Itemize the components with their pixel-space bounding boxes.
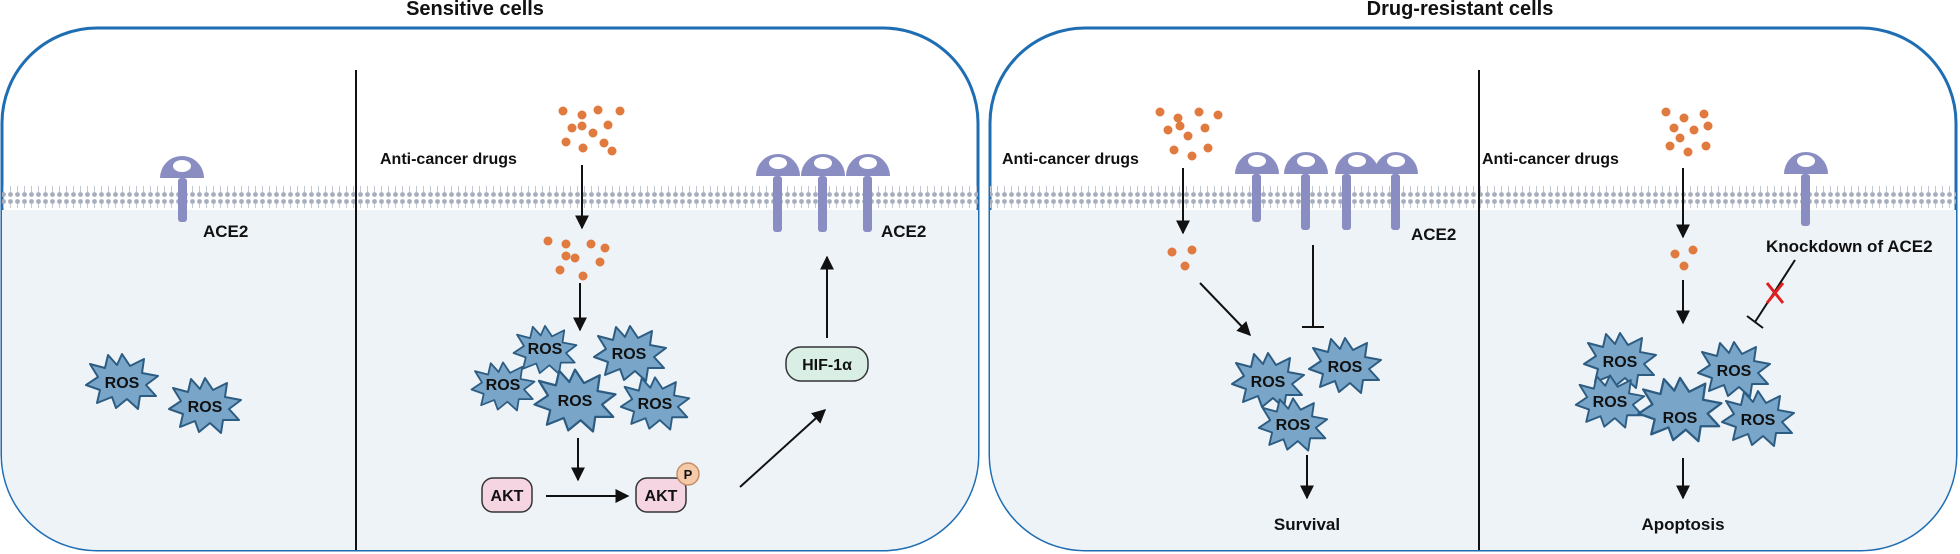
ros-label: ROS: [1717, 363, 1752, 380]
ros-label: ROS: [638, 396, 673, 413]
ace2-cluster-label: ACE2: [881, 222, 926, 241]
phosphate-badge: [676, 462, 700, 486]
survival-label: Survival: [1274, 515, 1340, 534]
blocked-x-icon: [1765, 282, 1785, 304]
ace2-receptor: [1784, 152, 1828, 226]
drug-resistant-cells-panel: Drug-resistant cells Anti-cancer drugs: [988, 0, 1958, 552]
ros-label: ROS: [1276, 417, 1311, 434]
anti-cancer-drugs-label: Anti-cancer drugs: [1482, 151, 1619, 168]
hif-node: [785, 346, 869, 382]
resistant-membrane: [990, 186, 1956, 208]
ros-label: ROS: [1251, 374, 1286, 391]
drug-particles: [1661, 107, 1713, 157]
knockdown-label: Knockdown of ACE2: [1766, 237, 1933, 256]
anti-cancer-drugs-label: Anti-cancer drugs: [380, 151, 517, 168]
akt-label: AKT: [491, 488, 524, 505]
phospho-akt-node: [635, 477, 687, 513]
inhibition-bar: [1746, 315, 1764, 329]
ace2-label: ACE2: [203, 222, 248, 241]
apoptosis-label: Apoptosis: [1641, 515, 1724, 534]
hif-label: HIF-1α: [802, 357, 852, 374]
ros-label: ROS: [1603, 354, 1638, 371]
resistant-cytoplasm: [990, 210, 1956, 550]
ace2-label: ACE2: [1411, 225, 1456, 244]
drug-particles-internal: [1670, 245, 1698, 271]
drug-particles-internal: [1167, 245, 1197, 271]
sensitive-panel-title: Sensitive cells: [406, 0, 544, 20]
anti-cancer-drugs-label: Anti-cancer drugs: [1002, 151, 1139, 168]
ros-label: ROS: [1593, 394, 1628, 411]
sensitive-cells-panel: Sensitive cells ACE2 ROS ROS Anti-cancer…: [0, 0, 980, 552]
ros-label: ROS: [558, 393, 593, 410]
ace2-receptor: [160, 156, 204, 222]
ace2-receptor-group: [756, 154, 890, 232]
phospho-akt-label: AKT: [645, 488, 678, 505]
ros-label: ROS: [1663, 410, 1698, 427]
akt-node: [481, 477, 533, 513]
ros-label: ROS: [486, 377, 521, 394]
drug-particles-internal: [543, 236, 610, 281]
ros-label: ROS: [188, 399, 223, 416]
ros-label: ROS: [105, 375, 140, 392]
ros-label: ROS: [612, 346, 647, 363]
drug-particles: [1155, 107, 1223, 161]
ros-label: ROS: [1328, 359, 1363, 376]
drug-particles: [558, 105, 625, 156]
phosphate-label: P: [684, 467, 693, 482]
ros-label: ROS: [1741, 412, 1776, 429]
sensitive-membrane: [2, 186, 978, 208]
resistant-panel-title: Drug-resistant cells: [1367, 0, 1554, 20]
ace2-receptor-group: [1235, 152, 1418, 230]
ros-label: ROS: [528, 341, 563, 358]
